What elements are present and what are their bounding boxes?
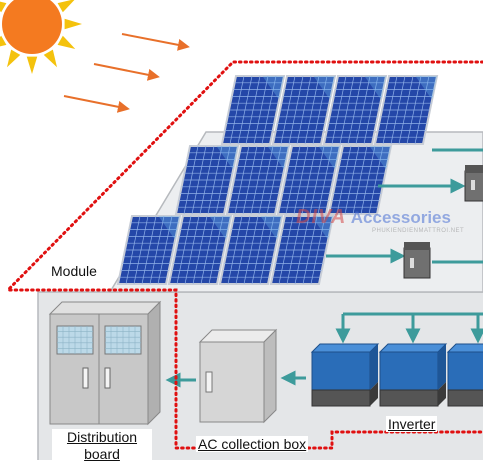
junction-box-icon	[403, 242, 431, 279]
solar-panel-icon	[174, 145, 240, 215]
inverter-icon	[446, 343, 483, 407]
sunlight-arrow-icon	[121, 33, 190, 51]
sunlight-arrows	[63, 33, 190, 113]
solar-panel-icon	[269, 215, 335, 285]
inverter-text: Inverter	[388, 416, 436, 432]
distribution-board-icon	[48, 300, 162, 426]
ac-collection-box-label: AC collection box	[196, 436, 309, 452]
sun-ray	[0, 35, 7, 47]
distribution-label-line2: board	[84, 446, 120, 462]
sun-ray	[64, 18, 82, 30]
solar-panel-icon	[220, 75, 286, 145]
solar-panel-icon	[276, 145, 342, 215]
inverter-icon	[378, 343, 448, 407]
sun-ray	[57, 0, 75, 13]
sun-ray	[43, 49, 57, 68]
solar-panel-icon	[116, 215, 182, 285]
distribution-label-line1: Distribution	[66, 429, 138, 445]
solar-panel-icon	[271, 75, 337, 145]
watermark-brand: DIVA	[296, 206, 347, 228]
sunlight-arrow-icon	[93, 63, 160, 81]
ac-flow-arrows	[165, 370, 306, 388]
ac-collection-box-text: AC collection box	[198, 436, 307, 452]
sun-ray	[7, 49, 21, 68]
distribution-board-label: Distribution board	[52, 429, 152, 463]
module-label: Module	[49, 263, 99, 279]
solar-panel-icon	[225, 145, 291, 215]
solar-panel-icon	[218, 215, 284, 285]
sun-ray	[57, 35, 76, 49]
inverter-label: Inverter	[386, 416, 438, 432]
solar-panel-icon	[327, 145, 393, 215]
junction-box-icon	[464, 165, 483, 202]
solar-panel-array	[116, 75, 439, 285]
sunlight-arrow-icon	[63, 95, 130, 113]
watermark: DIVA Accessories PHUKIENDIENMATTROI.NET	[296, 206, 464, 234]
watermark-subtext: PHUKIENDIENMATTROI.NET	[372, 228, 465, 234]
inverter-group	[310, 343, 483, 407]
solar-panel-icon	[167, 215, 233, 285]
watermark-word: Accessories	[350, 208, 451, 227]
inverter-feed-arrows	[335, 312, 483, 344]
sun-icon	[0, 0, 82, 74]
solar-panel-icon	[373, 75, 439, 145]
inverter-icon	[310, 343, 380, 407]
sun-ray	[26, 56, 38, 74]
system-boundary	[4, 60, 483, 450]
ac-collection-cabinet-icon	[198, 328, 278, 424]
sun-ray	[0, 1, 7, 13]
dc-flow-arrows	[326, 148, 483, 264]
solar-panel-icon	[322, 75, 388, 145]
